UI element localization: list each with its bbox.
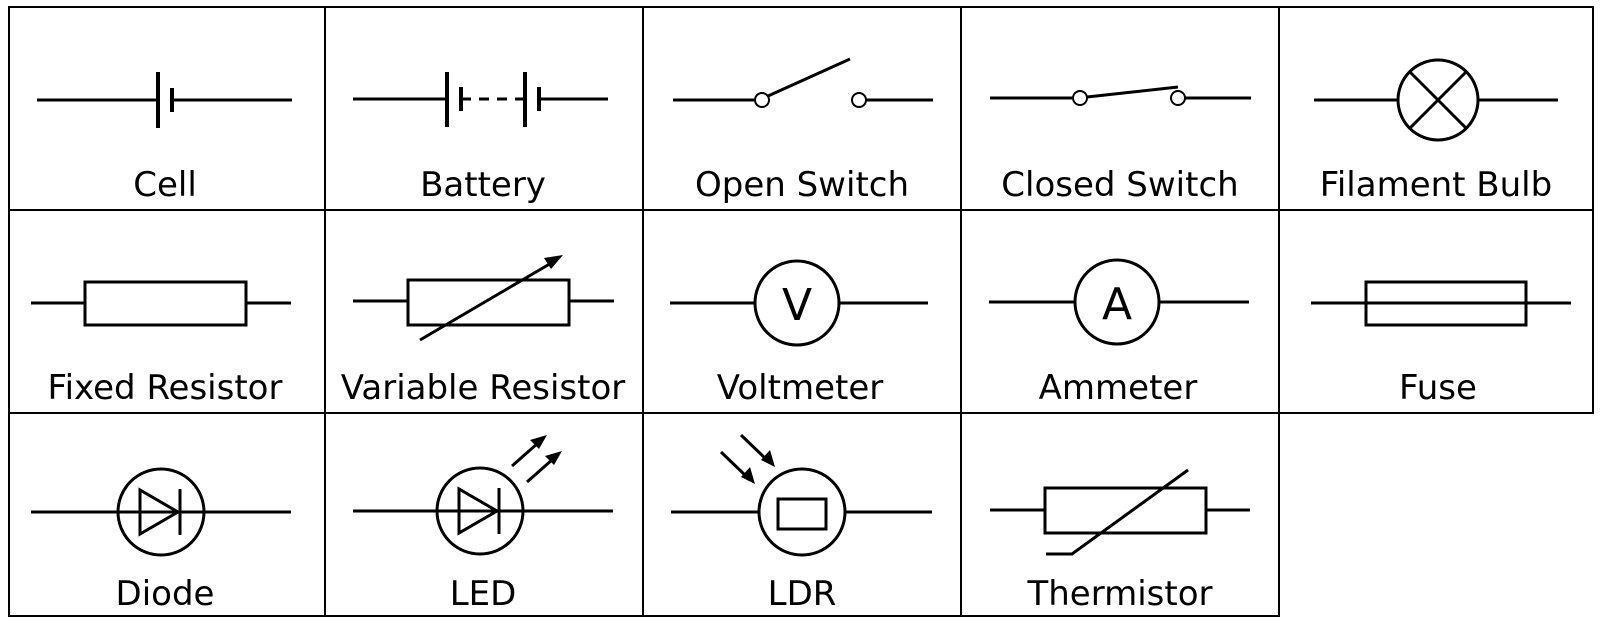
filament-bulb-symbol [1314, 58, 1558, 142]
grid-borders [8, 6, 1594, 617]
battery-label: Battery [420, 165, 546, 205]
led-symbol [353, 435, 613, 556]
cell-border-fuse [1278, 209, 1594, 414]
fixed-resistor-symbol [31, 280, 291, 327]
ammeter-letter: A [1102, 279, 1132, 330]
ldr-label: LDR [768, 574, 837, 614]
voltmeter-symbol [670, 259, 928, 347]
variable-resistor-symbol [353, 255, 614, 342]
voltmeter-letter: V [782, 280, 812, 331]
battery-symbol [353, 72, 608, 127]
fuse-symbol [1311, 280, 1571, 327]
closed-switch-symbol [990, 85, 1251, 106]
fixed-resistor-label: Fixed Resistor [48, 368, 283, 408]
variable-resistor-label: Variable Resistor [341, 368, 625, 408]
cell-symbol [37, 72, 292, 128]
voltmeter-label: Voltmeter [717, 368, 883, 408]
closed-switch-label: Closed Switch [1001, 165, 1238, 205]
cell-label: Cell [133, 165, 197, 205]
cell-border-thermistor [960, 412, 1280, 617]
filament-bulb-label: Filament Bulb [1320, 165, 1552, 205]
diode-label: Diode [116, 574, 215, 614]
thermistor-symbol [990, 468, 1250, 556]
open-switch-symbol [673, 57, 933, 108]
led-label: LED [450, 574, 517, 614]
diode-symbol [31, 467, 291, 557]
ammeter-symbol [989, 258, 1249, 346]
thermistor-label: Thermistor [1026, 574, 1212, 614]
ldr-symbol [671, 433, 932, 557]
ammeter-label: Ammeter [1039, 368, 1198, 408]
fuse-label: Fuse [1399, 368, 1477, 408]
open-switch-label: Open Switch [695, 165, 909, 205]
